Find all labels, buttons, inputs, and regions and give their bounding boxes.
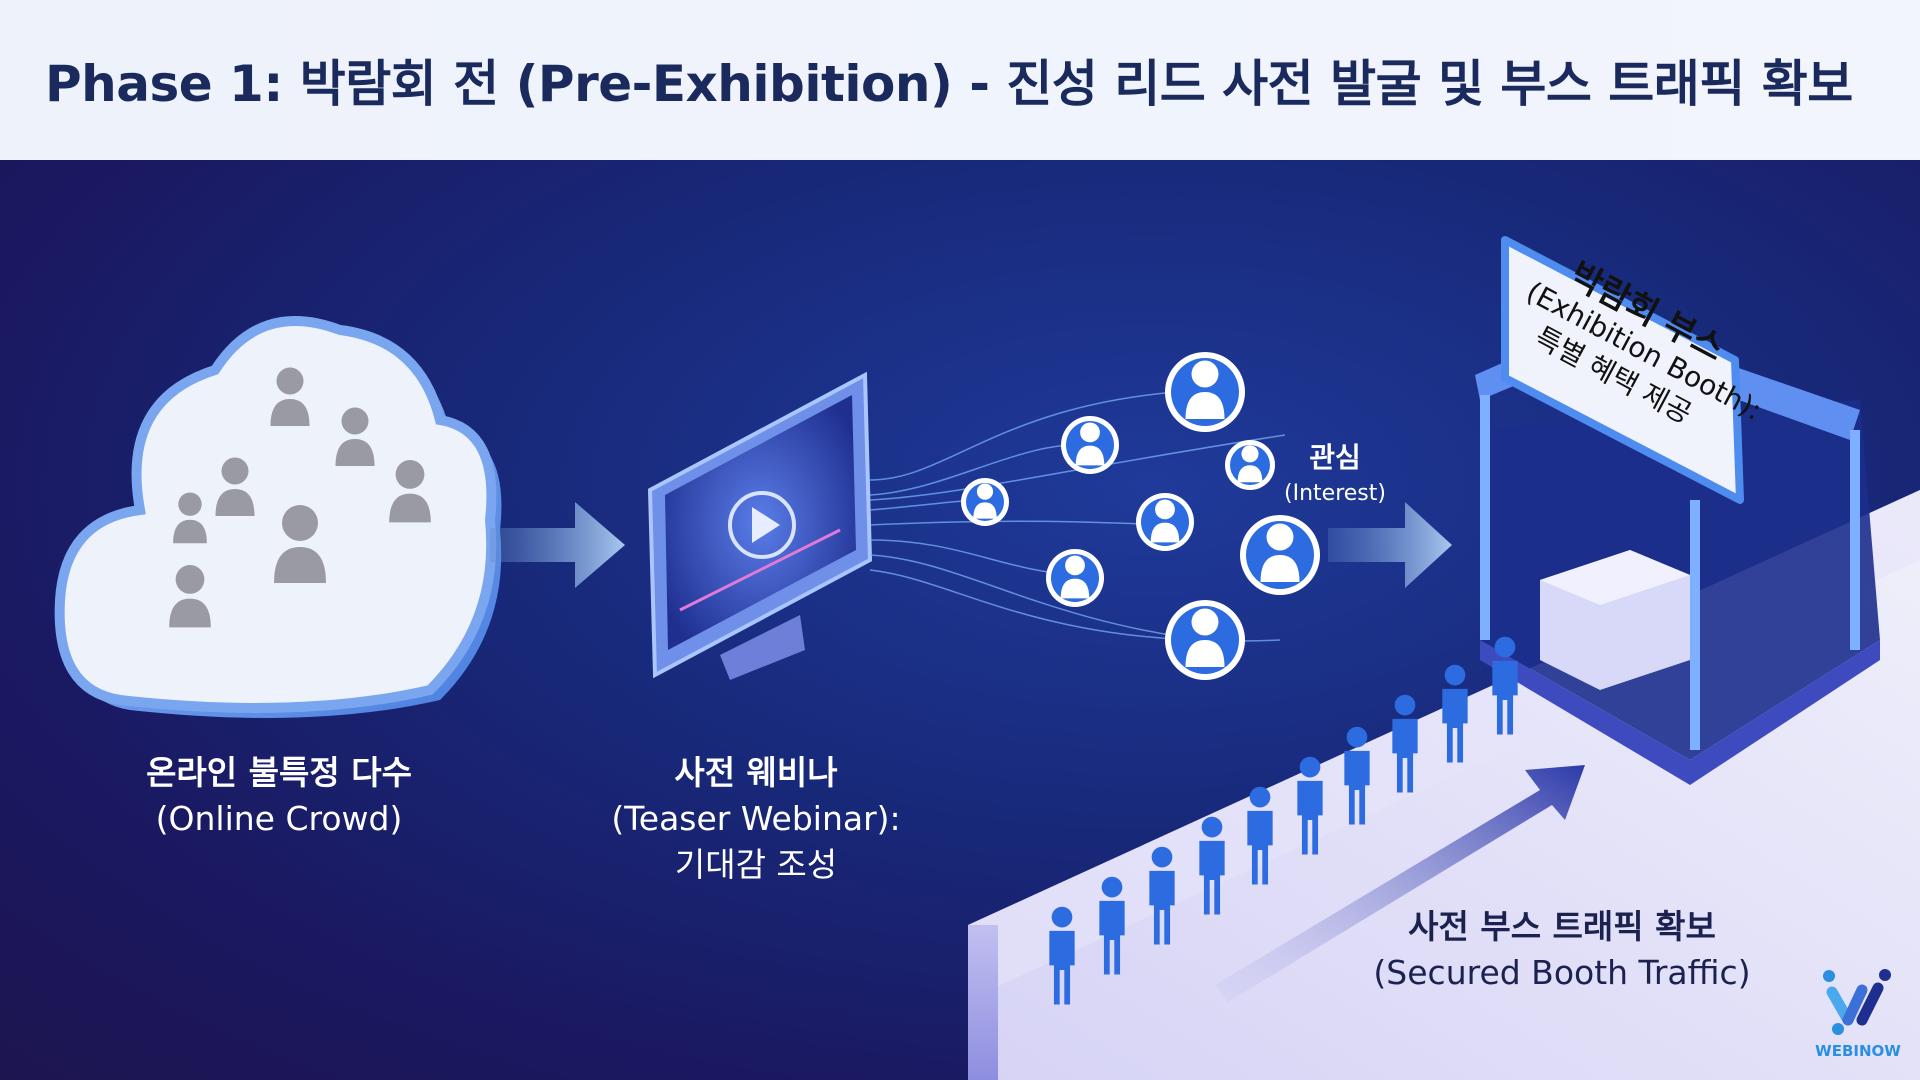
page-title: Phase 1: 박람회 전 (Pre-Exhibition) - 진성 리드 …	[45, 55, 1853, 113]
step-subtitle: (Teaser Webinar):	[611, 799, 901, 838]
play-icon	[728, 491, 796, 559]
step-subtitle: (Secured Booth Traffic)	[1373, 953, 1751, 992]
header-band: Phase 1: 박람회 전 (Pre-Exhibition) - 진성 리드 …	[0, 0, 1920, 160]
step-title: 관심	[1309, 441, 1361, 474]
step-subtitle: (Online Crowd)	[155, 799, 403, 838]
label-online-crowd: 온라인 불특정 다수 (Online Crowd)	[146, 750, 412, 842]
arrow-2	[1328, 502, 1452, 588]
label-secured-traffic: 사전 부스 트래픽 확보 (Secured Booth Traffic)	[1373, 904, 1750, 996]
logo-text: WEBINOW	[1815, 1042, 1901, 1060]
step-note: 기대감 조성	[674, 845, 838, 884]
exhibition-booth	[1475, 236, 1880, 785]
webinar-monitor	[647, 371, 873, 680]
webinow-logo	[1823, 969, 1891, 1035]
arrow-1	[490, 502, 625, 588]
step-title: 사전 웨비나	[674, 753, 838, 792]
label-interest: 관심 (Interest)	[1284, 440, 1386, 512]
step-title: 온라인 불특정 다수	[146, 753, 412, 792]
step-subtitle: (Interest)	[1284, 481, 1386, 506]
interest-nodes	[961, 352, 1320, 680]
step-title: 사전 부스 트래픽 확보	[1408, 907, 1716, 946]
crowd-cloud	[54, 316, 502, 718]
label-teaser-webinar: 사전 웨비나 (Teaser Webinar): 기대감 조성	[611, 750, 900, 888]
traffic-arrow	[1215, 765, 1585, 1002]
